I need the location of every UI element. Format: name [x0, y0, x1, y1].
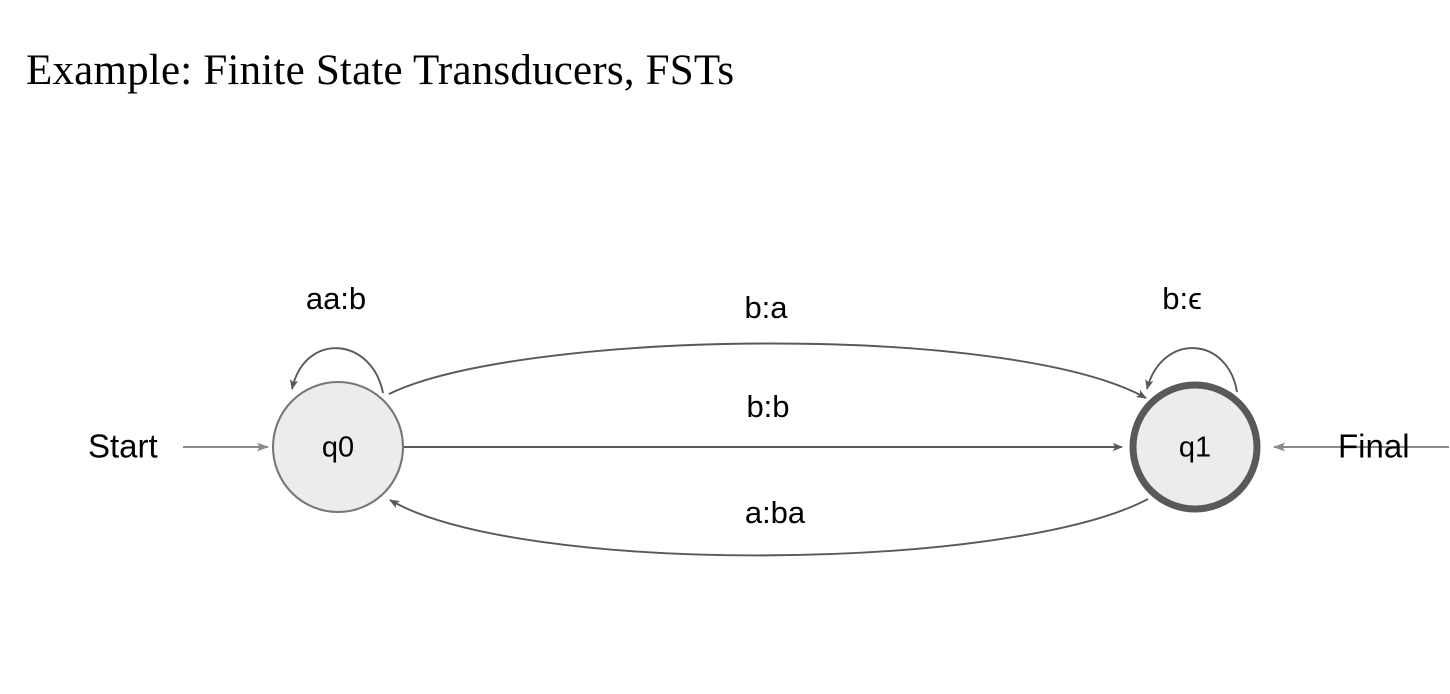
state-circle-q0[interactable] — [271, 380, 405, 514]
edge-label-b-epsilon: b:ϵ — [1162, 281, 1202, 316]
state-label-q0: q0 — [322, 432, 354, 464]
transition-q0-q1-bb: b:b — [404, 389, 1123, 452]
transition-q1-self-beps: b:ϵ — [1145, 281, 1238, 393]
edge-label-b-b: b:b — [746, 389, 789, 424]
slide-title: Example: Finite State Transducers, FSTs — [26, 47, 735, 94]
start-label: Start — [88, 428, 158, 465]
state-circle-q1-accepting[interactable] — [1129, 381, 1261, 513]
edge-label-aa-b: aa:b — [306, 281, 366, 316]
state-label-q1: q1 — [1179, 432, 1211, 464]
edge-self-loop-q1 — [1145, 347, 1238, 393]
edge-label-a-ba: a:ba — [745, 495, 806, 530]
final-label: Final — [1338, 428, 1410, 465]
edge-arc-down — [389, 498, 1149, 557]
transition-q0-self-aab: aa:b — [289, 281, 384, 394]
start-marker: Start — [88, 428, 269, 465]
edge-self-loop-q0 — [289, 347, 384, 394]
transition-q1-q0-aba: a:ba — [389, 495, 1149, 557]
edge-arc-up — [388, 342, 1147, 399]
state-node-q0[interactable]: q0 — [271, 380, 405, 514]
final-marker: Final — [1273, 428, 1449, 465]
edge-label-b-a: b:a — [744, 290, 788, 325]
transition-q0-q1-ba: b:a — [388, 290, 1147, 399]
state-node-q1[interactable]: q1 — [1129, 381, 1261, 513]
